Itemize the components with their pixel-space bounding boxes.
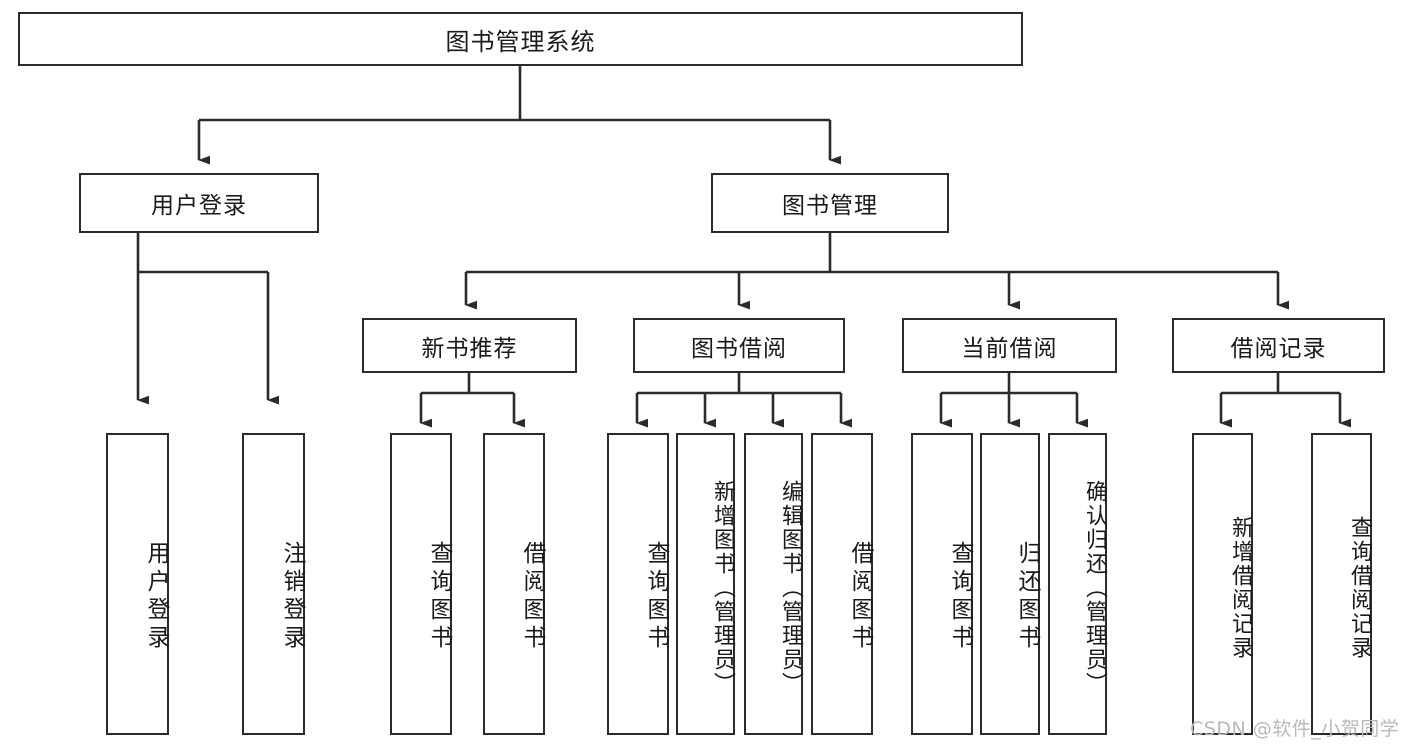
node-new-book-recommend[interactable]: 新书推荐 [362, 318, 577, 373]
node-leaf-borrow-book-2[interactable]: 借阅图书 [811, 433, 873, 735]
node-leaf-user-login[interactable]: 用户登录 [106, 433, 169, 735]
node-book-borrow[interactable]: 图书借阅 [633, 318, 845, 373]
node-leaf-query-record[interactable]: 查询借阅记录 [1311, 433, 1372, 735]
csdn-watermark: CSDN @软件_小贺同学 [1190, 718, 1400, 740]
node-root-system[interactable]: 图书管理系统 [18, 12, 1023, 66]
node-leaf-logout[interactable]: 注销登录 [242, 433, 305, 735]
node-leaf-query-book-1[interactable]: 查询图书 [390, 433, 452, 735]
node-leaf-query-book-3[interactable]: 查询图书 [911, 433, 973, 735]
node-user-login[interactable]: 用户登录 [79, 173, 319, 233]
node-leaf-query-book-2[interactable]: 查询图书 [607, 433, 669, 735]
node-leaf-edit-book[interactable]: 编辑图书（管理员） [744, 433, 803, 735]
node-leaf-add-record[interactable]: 新增借阅记录 [1192, 433, 1253, 735]
node-leaf-borrow-book-1[interactable]: 借阅图书 [483, 433, 545, 735]
node-borrow-record[interactable]: 借阅记录 [1172, 318, 1385, 373]
node-leaf-confirm-return[interactable]: 确认归还（管理员） [1048, 433, 1107, 735]
node-leaf-add-book[interactable]: 新增图书（管理员） [676, 433, 735, 735]
node-current-borrow[interactable]: 当前借阅 [902, 318, 1117, 373]
node-book-management[interactable]: 图书管理 [711, 173, 949, 233]
node-leaf-return-book[interactable]: 归还图书 [980, 433, 1040, 735]
